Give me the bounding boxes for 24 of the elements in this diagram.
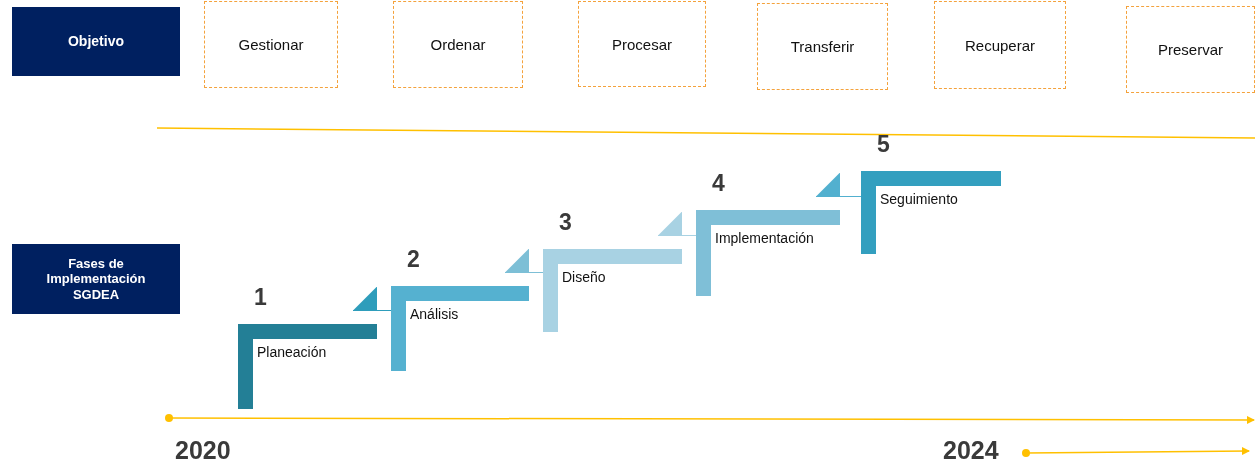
- objective-box: Gestionar: [204, 1, 338, 88]
- step-number: 5: [877, 131, 890, 158]
- year-label: 2020: [175, 436, 231, 465]
- step-number: 2: [407, 246, 420, 273]
- phase-label: Análisis: [410, 306, 459, 322]
- step-arrow: [352, 286, 392, 311]
- phase-label: Seguimiento: [880, 191, 958, 207]
- objective-box: Procesar: [578, 1, 706, 87]
- objective-box: Transferir: [757, 3, 888, 90]
- step-number: 1: [254, 284, 267, 311]
- heading-box: Objetivo: [12, 7, 180, 76]
- step-number: 4: [712, 170, 725, 197]
- phase-label: Implementación: [715, 230, 814, 246]
- step-arrow: [504, 248, 544, 273]
- phase-label: Diseño: [562, 269, 606, 285]
- phase-label: Planeación: [257, 344, 327, 360]
- year-label: 2024: [943, 436, 999, 465]
- objective-box: Recuperar: [934, 1, 1066, 89]
- step-arrow: [815, 172, 862, 197]
- objective-box: Ordenar: [393, 1, 523, 88]
- heading-box: Fases de Implementación SGDEA: [12, 244, 180, 314]
- step-arrow: [657, 211, 697, 236]
- objective-box: Preservar: [1126, 6, 1255, 93]
- step-number: 3: [559, 209, 572, 236]
